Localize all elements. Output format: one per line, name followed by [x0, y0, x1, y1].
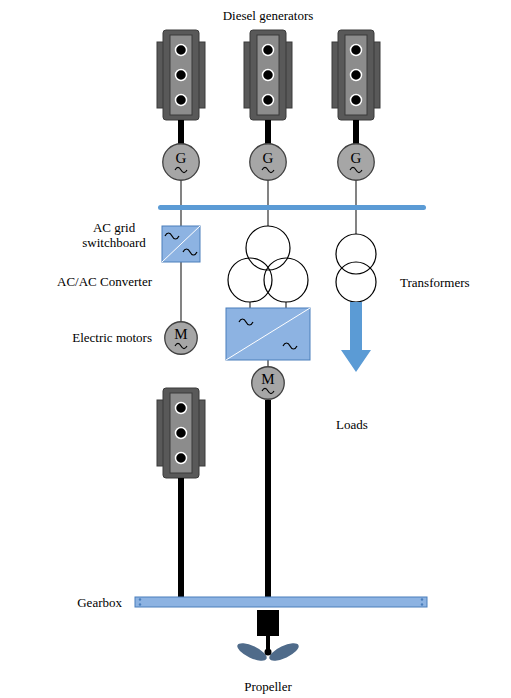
symbol-letter: G	[351, 150, 362, 166]
ac-tilde	[175, 343, 187, 348]
ac-tilde	[350, 167, 362, 172]
propeller-symbol	[235, 610, 301, 664]
diesel-engine	[157, 388, 205, 478]
part-label: AC/AC Converter	[57, 274, 152, 289]
motor-circle: M	[251, 366, 285, 400]
shaft	[178, 120, 184, 144]
ac-tilde	[262, 167, 274, 172]
transformer-symbol	[336, 234, 376, 302]
symbol-letter: M	[174, 326, 187, 342]
switchboard-bar	[158, 205, 426, 210]
generator-circle: G	[162, 143, 200, 181]
part-label: Electric motors	[72, 330, 152, 345]
symbol-letter: G	[263, 150, 274, 166]
part-label: Diesel generators	[223, 8, 314, 23]
motor-circle: M	[164, 321, 198, 355]
diesel-engine	[332, 30, 380, 120]
diesel-engine	[157, 30, 205, 120]
generator-circle: G	[337, 143, 375, 181]
gearbox-bar	[135, 597, 427, 607]
symbol-letter: G	[176, 150, 187, 166]
shaft	[265, 120, 271, 144]
transformer-symbol	[228, 226, 308, 302]
shaft	[178, 478, 184, 598]
shaft	[265, 400, 271, 598]
diesel-engine	[244, 30, 292, 120]
load-arrow	[341, 302, 371, 372]
converter-symbol	[162, 226, 200, 262]
ac-tilde	[262, 388, 274, 393]
part-label: Transformers	[400, 275, 470, 290]
symbol-letter: M	[261, 371, 274, 387]
generator-circle: G	[249, 143, 287, 181]
circle-shape	[165, 322, 198, 355]
circle-shape	[250, 144, 287, 181]
ac-tilde	[175, 167, 187, 172]
part-label: Propeller	[244, 679, 292, 694]
part-label: Loads	[336, 417, 368, 432]
circle-shape	[252, 367, 285, 400]
part-label: AC grid switchboard	[74, 220, 154, 250]
converter-symbol	[226, 308, 310, 360]
part-label: Gearbox	[77, 595, 122, 610]
circle-shape	[338, 144, 375, 181]
circle-shape	[163, 144, 200, 181]
shaft	[353, 120, 359, 144]
